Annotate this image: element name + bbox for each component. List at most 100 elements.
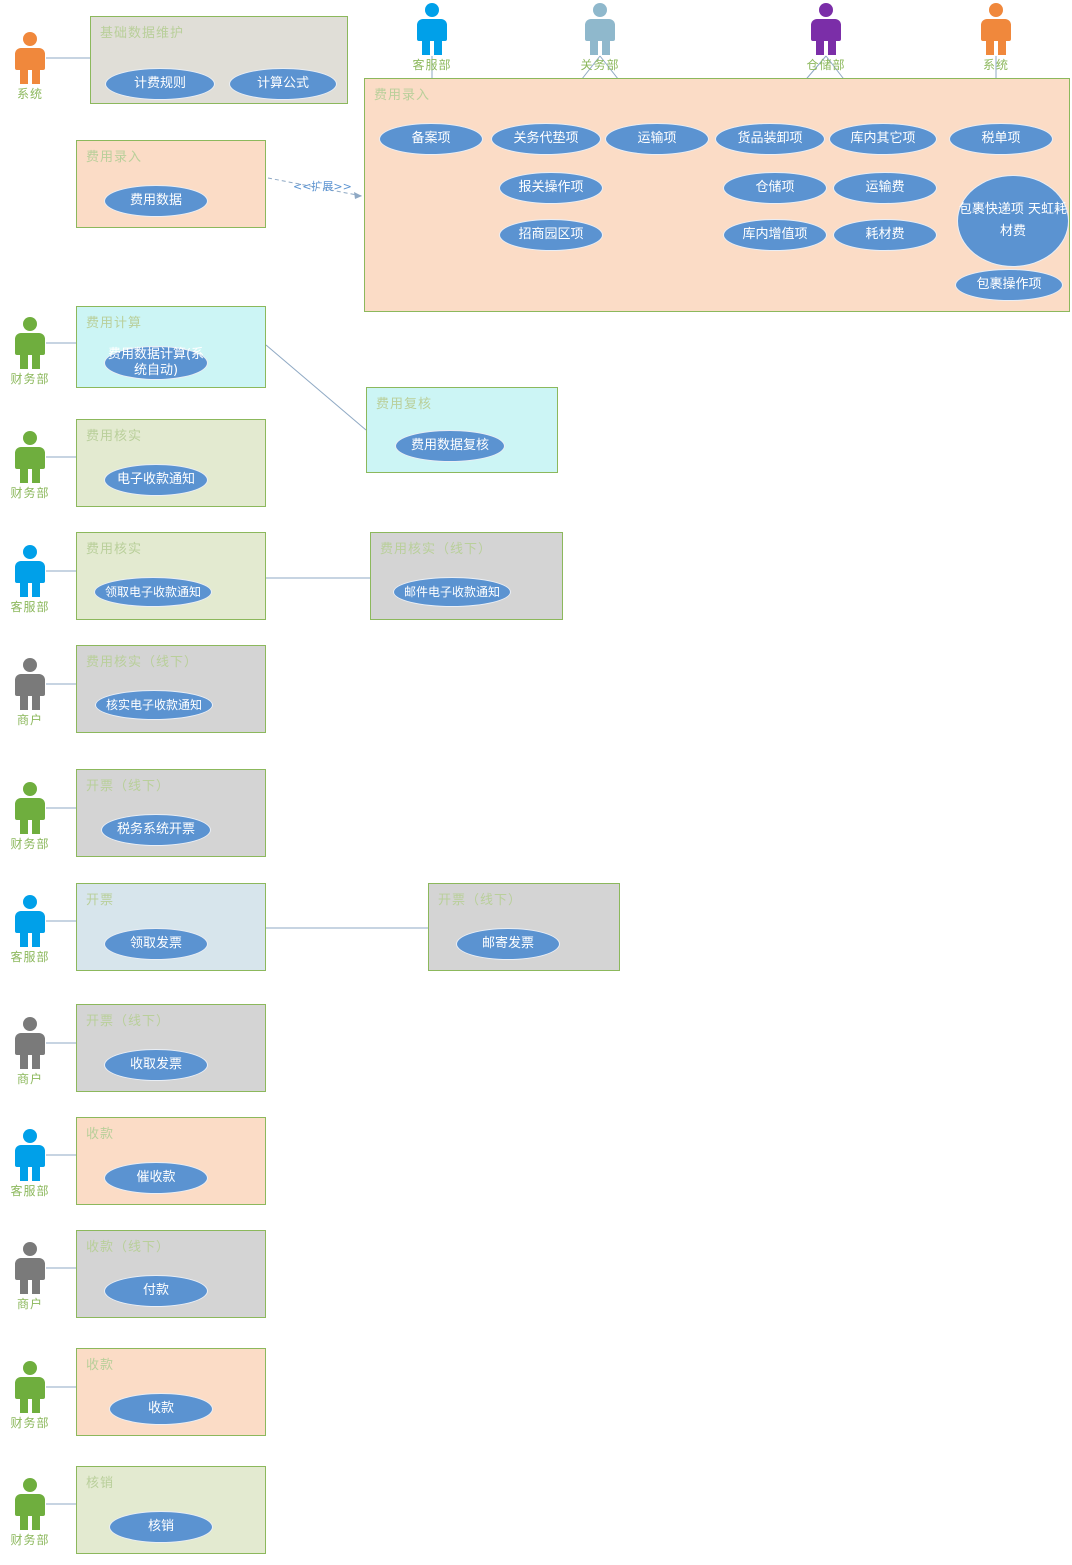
actor-kefu-3[interactable]: 客服部 bbox=[10, 895, 50, 964]
actor-shanghu-3[interactable]: 商户 bbox=[10, 1242, 50, 1311]
actor-shanghu-1[interactable]: 商户 bbox=[10, 658, 50, 727]
package-title: 开票（线下） bbox=[86, 1014, 171, 1029]
actor-cangchu[interactable]: 仓储部 bbox=[806, 3, 846, 72]
package-invoice: 开票 领取发票 bbox=[76, 883, 266, 971]
usecase-inhouse-other[interactable]: 库内其它项 bbox=[829, 123, 937, 155]
actor-label: 客服部 bbox=[10, 1184, 50, 1198]
actor-caiwu-3[interactable]: 财务部 bbox=[10, 782, 50, 851]
usecase-record-item[interactable]: 备案项 bbox=[379, 123, 483, 155]
package-invoice-off-3: 开票（线下） 收取发票 bbox=[76, 1004, 266, 1092]
actor-label: 商户 bbox=[16, 1297, 43, 1311]
package-title: 开票 bbox=[86, 893, 115, 908]
usecase-fee-data-review[interactable]: 费用数据复核 bbox=[395, 430, 505, 462]
usecase-inhouse-addvalue[interactable]: 库内增值项 bbox=[723, 219, 827, 251]
package-fee-verify-2: 费用核实 领取电子收款通知 bbox=[76, 532, 266, 620]
package-collect-2: 收款 收款 bbox=[76, 1348, 266, 1436]
actor-label: 客服部 bbox=[412, 58, 452, 72]
usecase-tax-sys-invoice[interactable]: 税务系统开票 bbox=[101, 814, 211, 846]
actor-figure-icon bbox=[10, 1361, 50, 1413]
usecase-customs-advance[interactable]: 关务代垫项 bbox=[491, 123, 601, 155]
package-fee-calc: 费用计算 费用数据计算(系统自动) bbox=[76, 306, 266, 388]
actor-caiwu-5[interactable]: 财务部 bbox=[10, 1478, 50, 1547]
package-title: 开票（线下） bbox=[438, 893, 523, 908]
actor-label: 系统 bbox=[16, 87, 43, 101]
package-title: 基础数据维护 bbox=[100, 26, 185, 41]
package-collect-off: 收款（线下） 付款 bbox=[76, 1230, 266, 1318]
usecase-mail-e-receipt[interactable]: 邮件电子收款通知 bbox=[393, 577, 511, 607]
package-fee-entry-main: 费用录入 备案项 关务代垫项 运输项 货品装卸项 库内其它项 税单项 报关操作项… bbox=[364, 78, 1070, 312]
actor-guanwu[interactable]: 关务部 bbox=[580, 3, 620, 72]
actor-label: 系统 bbox=[982, 58, 1009, 72]
actor-figure-icon bbox=[10, 658, 50, 710]
actor-system-top[interactable]: 系统 bbox=[10, 32, 50, 101]
package-collect-1: 收款 催收款 bbox=[76, 1117, 266, 1205]
usecase-storage-item[interactable]: 仓储项 bbox=[723, 172, 827, 204]
usecase-collect-money[interactable]: 收款 bbox=[109, 1393, 213, 1425]
usecase-calc-formula[interactable]: 计算公式 bbox=[229, 68, 337, 100]
package-fee-review: 费用复核 费用数据复核 bbox=[366, 387, 558, 473]
actor-figure-icon bbox=[10, 1242, 50, 1294]
package-title: 开票（线下） bbox=[86, 779, 171, 794]
usecase-get-e-receipt[interactable]: 领取电子收款通知 bbox=[94, 577, 212, 607]
package-invoice-off-2: 开票（线下） 邮寄发票 bbox=[428, 883, 620, 971]
actor-figure-icon bbox=[580, 3, 620, 55]
package-title: 核销 bbox=[86, 1476, 115, 1491]
usecase-fee-calc-auto[interactable]: 费用数据计算(系统自动) bbox=[104, 346, 208, 380]
package-title: 收款 bbox=[86, 1358, 115, 1373]
actor-kefu-top[interactable]: 客服部 bbox=[412, 3, 452, 72]
usecase-parcel-express[interactable]: 包裹快递项 天虹耗材费 bbox=[957, 175, 1069, 267]
actor-label: 商户 bbox=[16, 713, 43, 727]
actor-kefu-2[interactable]: 客服部 bbox=[10, 545, 50, 614]
actor-system-right[interactable]: 系统 bbox=[976, 3, 1016, 72]
actor-figure-icon bbox=[10, 1129, 50, 1181]
actor-figure-icon bbox=[10, 782, 50, 834]
usecase-customs-op-item[interactable]: 报关操作项 bbox=[499, 172, 603, 204]
usecase-pay[interactable]: 付款 bbox=[104, 1275, 208, 1307]
actor-label: 财务部 bbox=[10, 1533, 50, 1547]
usecase-invest-park-item[interactable]: 招商园区项 bbox=[499, 219, 603, 251]
package-title: 收款 bbox=[86, 1127, 115, 1142]
actor-shanghu-2[interactable]: 商户 bbox=[10, 1017, 50, 1086]
package-title: 费用计算 bbox=[86, 316, 143, 331]
usecase-billing-rule[interactable]: 计费规则 bbox=[105, 68, 215, 100]
actor-label: 商户 bbox=[16, 1072, 43, 1086]
actor-figure-icon bbox=[10, 1017, 50, 1069]
package-title: 费用核实 bbox=[86, 542, 143, 557]
package-fee-verify-off-1: 费用核实（线下） 邮件电子收款通知 bbox=[370, 532, 563, 620]
usecase-transport-item[interactable]: 运输项 bbox=[605, 123, 709, 155]
usecase-fee-data[interactable]: 费用数据 bbox=[104, 185, 208, 217]
package-fee-verify-off-2: 费用核实（线下） 核实电子收款通知 bbox=[76, 645, 266, 733]
actor-figure-icon bbox=[10, 895, 50, 947]
package-base-data: 基础数据维护 计费规则 计算公式 bbox=[90, 16, 348, 104]
actor-label: 关务部 bbox=[580, 58, 620, 72]
usecase-verify-e-receipt[interactable]: 核实电子收款通知 bbox=[95, 690, 213, 720]
actor-caiwu-2[interactable]: 财务部 bbox=[10, 431, 50, 500]
usecase-goods-loading[interactable]: 货品装卸项 bbox=[715, 123, 825, 155]
usecase-receive-invoice[interactable]: 收取发票 bbox=[104, 1049, 208, 1081]
usecase-e-receipt-notice[interactable]: 电子收款通知 bbox=[104, 464, 208, 496]
actor-figure-icon bbox=[10, 317, 50, 369]
usecase-urge-payment[interactable]: 催收款 bbox=[104, 1162, 208, 1194]
usecase-get-invoice[interactable]: 领取发票 bbox=[104, 928, 208, 960]
usecase-tax-bill-item[interactable]: 税单项 bbox=[949, 123, 1053, 155]
actor-caiwu-4[interactable]: 财务部 bbox=[10, 1361, 50, 1430]
actor-figure-icon bbox=[10, 1478, 50, 1530]
package-title: 费用核实 bbox=[86, 429, 143, 444]
actor-kefu-4[interactable]: 客服部 bbox=[10, 1129, 50, 1198]
package-title: 费用核实（线下） bbox=[86, 655, 199, 670]
usecase-write-off[interactable]: 核销 bbox=[109, 1511, 213, 1543]
package-title: 费用复核 bbox=[376, 397, 433, 412]
usecase-material-fee[interactable]: 耗材费 bbox=[833, 219, 937, 251]
actor-caiwu-1[interactable]: 财务部 bbox=[10, 317, 50, 386]
usecase-transport-fee[interactable]: 运输费 bbox=[833, 172, 937, 204]
actor-label: 财务部 bbox=[10, 372, 50, 386]
actor-label: 财务部 bbox=[10, 1416, 50, 1430]
usecase-mail-invoice[interactable]: 邮寄发票 bbox=[456, 928, 560, 960]
usecase-parcel-op-item[interactable]: 包裹操作项 bbox=[955, 269, 1063, 301]
extend-relation-label: <<扩展>> bbox=[293, 180, 352, 193]
actor-figure-icon bbox=[976, 3, 1016, 55]
actor-label: 客服部 bbox=[10, 600, 50, 614]
package-title: 费用录入 bbox=[86, 150, 143, 165]
package-title: 费用核实（线下） bbox=[380, 542, 493, 557]
